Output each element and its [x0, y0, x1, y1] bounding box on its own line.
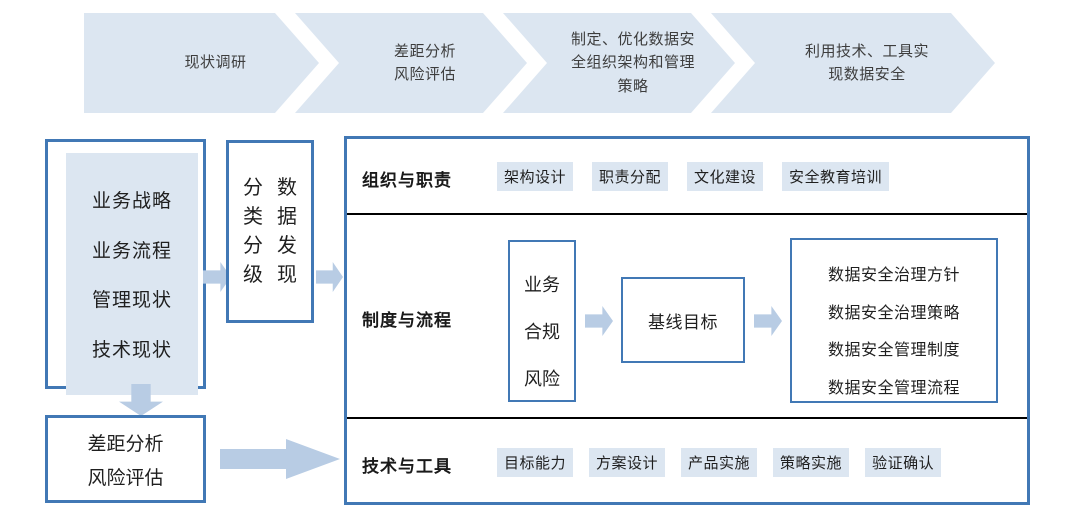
panel-row-3-title: 技术与工具 [362, 457, 452, 476]
chip-tech-4[interactable]: 策略实施 [773, 447, 850, 477]
policy-item-2: 数据安全治理策略 [827, 304, 960, 322]
classification-right-1: 数 [277, 177, 297, 199]
gap-analysis-text: 差距分析 风险评估 [45, 415, 206, 503]
classification-left-3: 分 [243, 235, 263, 257]
classification-left-4: 级 [243, 264, 263, 286]
classification-discovery-box [226, 140, 314, 323]
classification-right-2: 据 [277, 206, 297, 228]
bcr-item-3: 风险 [524, 369, 560, 389]
process-step-2-label: 差距分析 风险评估 [393, 42, 456, 83]
chip-org-2[interactable]: 职责分配 [592, 161, 669, 191]
current-state-item-1: 业务战略 [91, 190, 172, 212]
process-step-2: 差距分析 风险评估 [295, 13, 527, 113]
policy-item-3: 数据安全管理制度 [827, 342, 960, 360]
baseline-objective-label: 基线目标 [648, 312, 718, 332]
classification-left-2: 类 [243, 206, 263, 228]
chip-org-1[interactable]: 架构设计 [497, 161, 574, 191]
gap-analysis-box [45, 415, 206, 503]
classification-right-3: 发 [277, 235, 297, 257]
policy-documents-box [790, 238, 998, 403]
classification-discovery-text: 分 类 分 级 数 据 发 现 [226, 140, 314, 323]
policy-documents-list: 数据安全治理方针 数据安全治理策略 数据安全管理制度 数据安全管理流程 [790, 238, 998, 421]
panel-row-1-chips: 架构设计 职责分配 文化建设 安全教育培训 [497, 160, 890, 192]
classification-right-4: 现 [277, 264, 297, 286]
chip-tech-3[interactable]: 产品实施 [681, 447, 758, 477]
business-compliance-risk-box [508, 240, 576, 402]
process-step-1: 现状调研 [84, 13, 319, 113]
current-state-inner-panel: 业务战略 业务流程 管理现状 技术现状 [66, 153, 198, 395]
process-step-3-label: 制定、优化数据安 全组织架构和管理 策略 [570, 31, 695, 95]
process-step-3: 制定、优化数据安 全组织架构和管理 策略 [503, 13, 735, 113]
panel-row-divider-2 [347, 417, 1027, 419]
classification-column-left: 分 类 分 级 [243, 178, 263, 285]
current-state-item-2: 业务流程 [91, 240, 172, 262]
classification-left-1: 分 [243, 177, 263, 199]
chip-tech-2[interactable]: 方案设计 [589, 447, 666, 477]
panel-row-2-title: 制度与流程 [362, 311, 452, 330]
gap-analysis-item-2: 风险评估 [87, 467, 164, 489]
classification-column-right: 数 据 发 现 [277, 178, 297, 285]
process-step-4: 利用技术、工具实 现数据安全 [711, 13, 995, 113]
panel-row-3-chips: 目标能力 方案设计 产品实施 策略实施 验证确认 [497, 446, 942, 478]
gap-analysis-item-1: 差距分析 [87, 433, 164, 455]
current-state-item-3: 管理现状 [91, 290, 172, 312]
bcr-item-2: 合规 [524, 322, 560, 342]
current-state-item-4: 技术现状 [91, 340, 172, 362]
policy-item-4: 数据安全管理流程 [827, 380, 960, 398]
panel-row-1-title: 组织与职责 [362, 171, 452, 190]
bcr-item-1: 业务 [524, 275, 560, 295]
policy-item-1: 数据安全治理方针 [827, 266, 960, 284]
arrow-classification-to-panel [316, 262, 343, 292]
baseline-objective-box [621, 277, 745, 363]
process-step-4-label: 利用技术、工具实 现数据安全 [804, 42, 929, 83]
process-step-1-label: 现状调研 [184, 54, 247, 72]
panel-row-divider-1 [347, 213, 1027, 215]
business-compliance-risk-text: 业务 合规 风险 [508, 240, 576, 422]
chip-org-3[interactable]: 文化建设 [687, 161, 764, 191]
chip-org-4[interactable]: 安全教育培训 [782, 161, 890, 191]
chip-tech-5[interactable]: 验证确认 [865, 447, 942, 477]
arrow-gap-analysis-to-panel [220, 439, 340, 479]
chip-tech-1[interactable]: 目标能力 [497, 447, 574, 477]
